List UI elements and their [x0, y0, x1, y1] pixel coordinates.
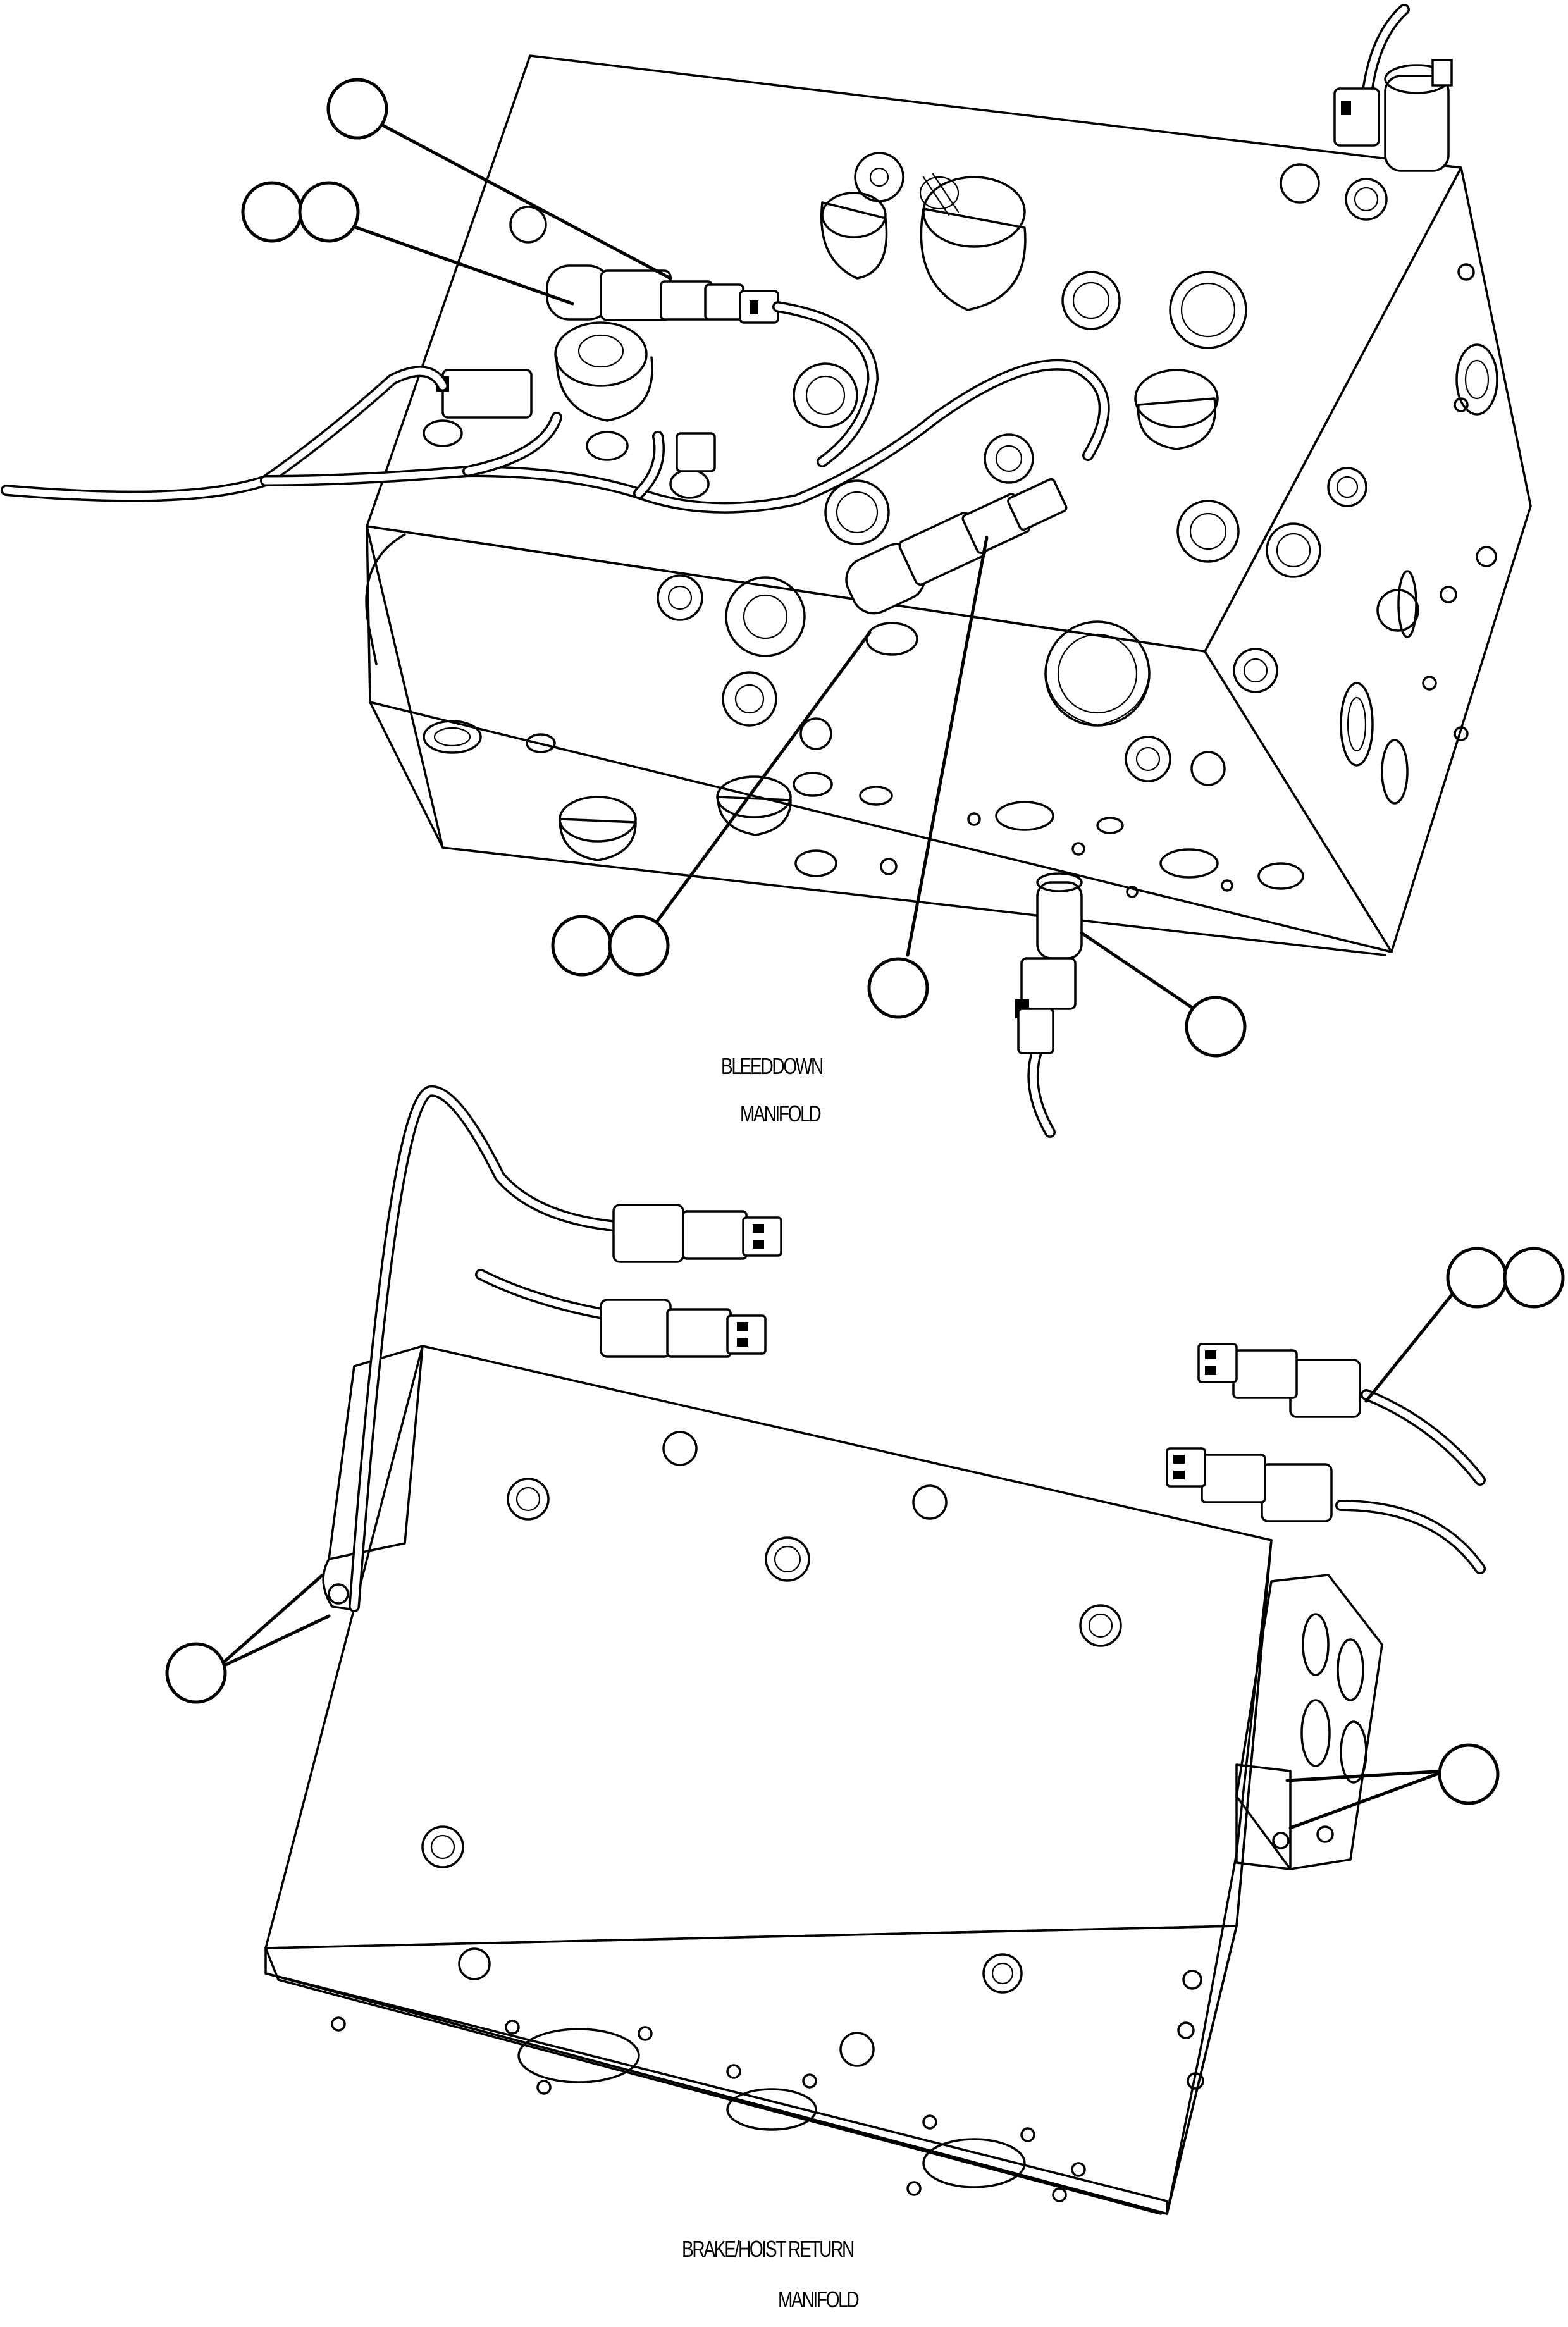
solenoid-valves — [423, 264, 779, 499]
callout-balloon-6a — [1446, 1247, 1508, 1309]
top-face-ports — [509, 152, 1388, 786]
callout-balloon-6b — [1503, 1247, 1565, 1309]
lower-front-ports — [331, 1970, 1204, 2202]
pressure-switch — [1333, 4, 1453, 172]
caption-bleeddown-line1: BLEEDDOWN — [721, 1053, 824, 1079]
lower-wires — [349, 1085, 1486, 1612]
wire-harness — [1, 301, 1110, 1138]
cartridge-valves — [820, 173, 1419, 638]
right-face-ports — [1340, 263, 1498, 805]
brake-hoist-return-manifold — [264, 1085, 1486, 2215]
callout-balloons — [165, 78, 1565, 1805]
callout-balloon-4 — [867, 957, 929, 1019]
caption-bleeddown-line2: MANIFOLD — [740, 1101, 822, 1126]
caption-brake-line2: MANIFOLD — [778, 2287, 860, 2312]
callout-balloon-3b — [608, 915, 670, 977]
callout-balloon-2b — [298, 181, 360, 243]
callout-balloon-7 — [165, 1642, 227, 1704]
bottom-speed-sensor — [1015, 872, 1083, 1054]
callout-balloon-1 — [326, 78, 388, 140]
callout-balloon-3a — [551, 915, 613, 977]
middle-connector — [845, 478, 1068, 656]
callout-balloon-2a — [241, 181, 303, 243]
lower-connectors — [600, 1204, 1361, 1522]
callout-balloon-5 — [1185, 996, 1247, 1058]
lower-top-ports — [421, 1431, 1122, 1994]
front-face-ports — [423, 720, 1304, 898]
bleeddown-manifold — [1, 4, 1532, 1138]
callout-balloon-8 — [1438, 1743, 1500, 1805]
leader-lines — [213, 123, 1460, 1830]
caption-brake-line1: BRAKE/HOIST RETURN — [682, 2236, 855, 2262]
